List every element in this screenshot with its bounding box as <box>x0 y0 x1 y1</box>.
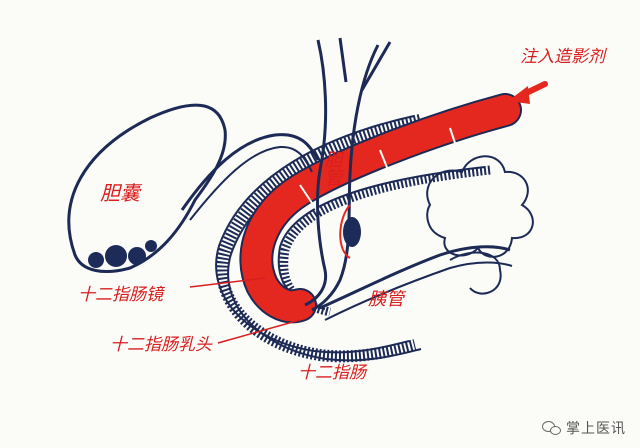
leader-lines <box>189 277 301 344</box>
gallbladder <box>67 103 320 274</box>
label-pancreatic-duct: 胰管 <box>368 289 407 310</box>
duodenoscope-tube <box>239 93 522 324</box>
bile-duct <box>304 37 392 312</box>
label-gallbladder: 胆囊 <box>100 181 143 205</box>
chat-bubble-icon <box>542 421 561 435</box>
gallstones <box>88 240 157 268</box>
pancreatic-duct <box>319 245 513 321</box>
watermark-text: 掌上医讯 <box>566 421 626 437</box>
pancreas <box>426 155 534 295</box>
label-duodenoscope: 十二指肠镜 <box>78 285 166 305</box>
watermark: 掌上医讯 <box>542 418 626 438</box>
label-bile-duct: 胆管 <box>322 150 343 186</box>
label-duodenum: 十二指肠 <box>298 363 368 383</box>
label-contrast: 注入造影剂 <box>520 47 608 67</box>
contrast-arrow <box>508 81 548 104</box>
label-papilla: 十二指肠乳头 <box>110 335 213 355</box>
